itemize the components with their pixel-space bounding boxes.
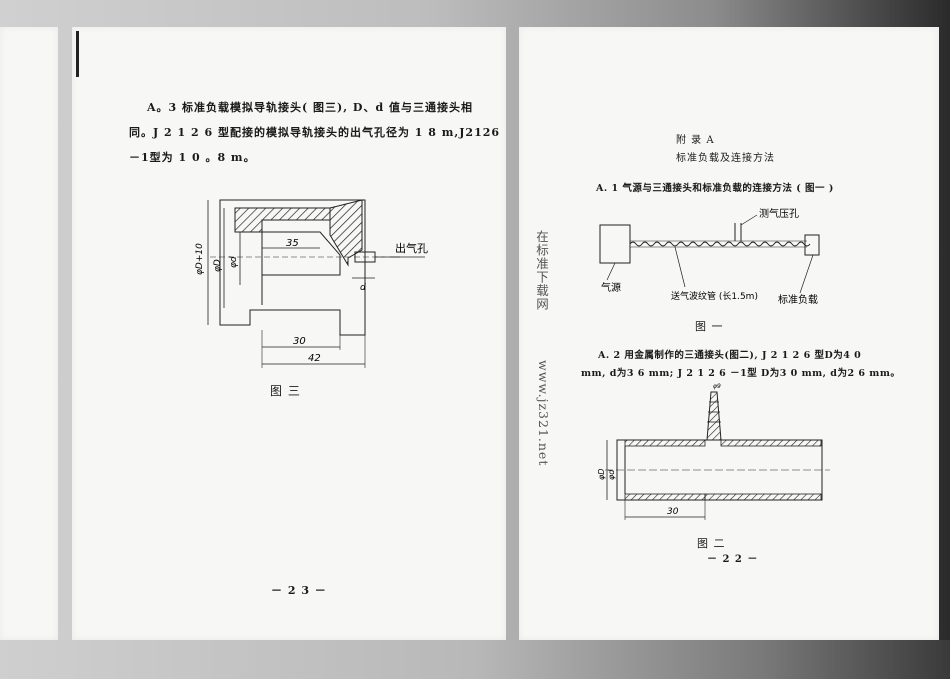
figure-2-caption: 图 二 <box>697 537 726 550</box>
dim-30: 30 <box>293 336 306 347</box>
dim-D: φD <box>213 259 223 272</box>
dim-30-fig2: 30 <box>667 507 679 517</box>
appendix-subheading: 标准负载及连接方法 <box>676 153 775 164</box>
section-a2-line1: A. 2 用金属制作的三通接头(图二), J 2 1 2 6 型D为4 0 <box>598 350 862 361</box>
bottom-background-band <box>0 640 950 679</box>
label-gauge-port: 测气压孔 <box>759 207 799 220</box>
label-gas-source: 气源 <box>601 281 621 294</box>
paragraph-line-2: 同。J 2 1 2 6 型配接的模拟导轨接头的出气孔径为 1 8 m,J2126 <box>129 126 501 139</box>
section-a1: A. 1 气源与三通接头和标准负载的连接方法 ( 图一 ) <box>596 183 834 194</box>
page-23 <box>72 27 506 640</box>
dim-small-d: d <box>360 283 366 293</box>
watermark-cn: 在标准下载网 <box>534 230 549 311</box>
dim-35: 35 <box>286 238 299 249</box>
label-load: 标准负载 <box>778 293 818 305</box>
label-hose: 送气波纹管 (长1.5m) <box>671 290 758 302</box>
page-number-22: － 2 2 － <box>707 554 759 565</box>
dim-phi9: φ9 <box>713 383 721 390</box>
dim-42: 42 <box>308 353 321 364</box>
figure-1-connection-diagram: 测气压孔 气源 送气波纹管 (长1.5m) 标准负载 <box>599 207 820 305</box>
figure-2-tee-connector: φ9 30 φD φd <box>597 383 830 520</box>
dim-d-fig2: φd <box>607 469 616 480</box>
page-number-23: － 2 3 － <box>271 584 327 597</box>
appendix-heading: 附 录 A <box>676 135 715 146</box>
dim-D-fig2: φD <box>597 469 606 480</box>
figure-1-caption: 图 一 <box>695 320 724 333</box>
dim-d: φd <box>229 256 239 268</box>
dim-D10: φD+10 <box>195 243 205 275</box>
figure-3-caption: 图 三 <box>270 384 301 398</box>
outlet-label: 出气孔 <box>395 241 428 255</box>
paragraph-line-1: A。3 标准负载模拟导轨接头( 图三), D、d 值与三通接头相 <box>147 101 473 114</box>
figure-3-rail-connector: 35 30 42 d 出气孔 φD+10 φD φd <box>195 199 428 368</box>
binding-mark <box>76 31 79 77</box>
page-22 <box>519 27 939 640</box>
previous-page-edge <box>0 27 58 640</box>
paragraph-line-3: －1型为 1 0 。8 m。 <box>129 151 256 164</box>
watermark-url: www.jz321.net <box>536 360 551 467</box>
section-a2-line2: mm, d为3 6 mm; J 2 1 2 6 －1型 D为3 0 mm, d为… <box>581 368 901 379</box>
